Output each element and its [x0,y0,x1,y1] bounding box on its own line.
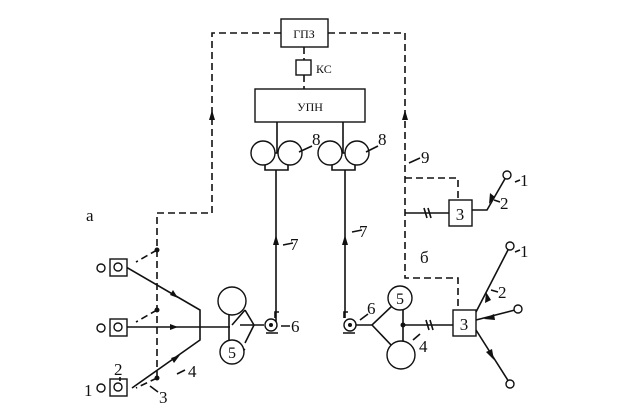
tank-5-right [387,285,413,311]
well-1 [96,258,128,277]
right-scheme-b: 5 3 3 [343,170,523,389]
svg-text:1: 1 [520,242,529,261]
svg-text:5: 5 [228,345,236,362]
svg-text:9: 9 [421,148,430,167]
svg-text:3: 3 [460,315,469,334]
left-scheme-a: 5 [96,258,279,397]
separator-3-lower [452,309,477,337]
svg-text:6: 6 [367,299,376,318]
tank-5-left [219,339,245,365]
svg-text:8: 8 [312,130,321,149]
pump-6-right [343,311,357,334]
tank-left-top [217,286,247,316]
tank-right-bottom [386,340,416,370]
well-2 [96,318,128,337]
svg-text:8: 8 [378,130,387,149]
upn-block [254,88,366,123]
upn-label: УПН [297,100,323,114]
svg-text:3: 3 [159,388,168,407]
labels: а б 7 7 8 8 9 6 6 4 4 2 1 3 1 2 1 2 [84,130,529,407]
ks-label: КС [316,62,332,76]
svg-text:а: а [86,206,94,225]
well-3 [96,378,128,397]
gpz-block [280,18,329,48]
svg-text:4: 4 [188,362,197,381]
pump-6-left [264,311,279,334]
svg-text:2: 2 [114,360,123,379]
svg-text:4: 4 [419,337,428,356]
tank-group-8-left [250,122,303,325]
gas-lines-dashed [135,32,459,389]
gpz-label: ГПЗ [293,27,315,41]
svg-text:7: 7 [290,235,299,254]
svg-text:3: 3 [456,205,465,224]
ks-block [295,59,312,76]
svg-text:1: 1 [520,171,529,190]
svg-text:2: 2 [500,194,509,213]
svg-text:1: 1 [84,381,93,400]
svg-text:6: 6 [291,317,300,336]
svg-text:7: 7 [359,222,368,241]
svg-text:б: б [420,248,429,267]
svg-text:5: 5 [396,291,404,308]
tank-group-8-right [317,122,370,318]
svg-text:2: 2 [498,283,507,302]
